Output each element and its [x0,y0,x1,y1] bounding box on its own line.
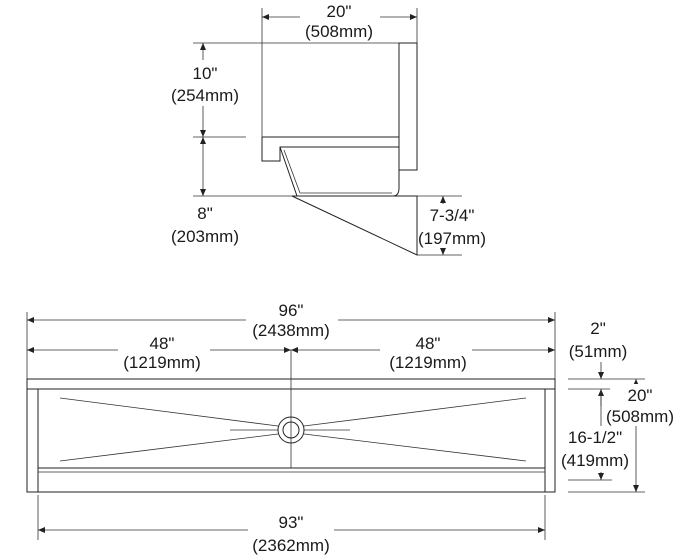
backsplash [398,42,418,171]
overall-length-mm-label: (2438mm) [252,321,329,340]
front-view: 96" (2438mm) 48" (1219mm) 48" (1219mm) 2… [26,300,680,556]
bowl-length-inch-label: 93" [279,513,304,532]
ledge-depth-mm-label: (51mm) [569,342,628,361]
support-bracket [291,195,418,256]
bowl-profile [279,146,400,197]
back-height-inch-label: 10" [193,64,218,83]
depth-inch-label: 20" [327,2,352,21]
bowl-height-inch-label: 8" [197,204,213,223]
overall-depth-mm-label: (508mm) [606,407,674,426]
side-view: 20" (508mm) 10" (254mm) 8" (203mm) 7-3/4… [160,2,490,256]
ledge-depth-inch-label: 2" [590,319,606,338]
sink-rim [261,136,399,162]
overall-length-inch-label: 96" [279,301,304,320]
bowl-outline [37,388,546,493]
bowl-depth-inch-label: 16-1/2" [568,428,622,447]
half-right-mm-label: (1219mm) [389,353,466,372]
slope-lines [59,397,527,462]
back-height-mm-label: (254mm) [171,86,239,105]
bowl-height-mm-label: (203mm) [171,227,239,246]
bracket-drop-inch-label: 7-3/4" [430,206,475,225]
bracket-drop-mm-label: (197mm) [418,229,486,248]
overall-depth-inch-label: 20" [628,386,653,405]
half-left-mm-label: (1219mm) [123,353,200,372]
half-right-inch-label: 48" [416,334,441,353]
bowl-inner-line [283,149,392,194]
bowl-length-mm-label: (2362mm) [252,536,329,555]
half-left-inch-label: 48" [150,334,175,353]
bowl-depth-mm-label: (419mm) [561,451,629,470]
depth-mm-label: (508mm) [305,22,373,41]
